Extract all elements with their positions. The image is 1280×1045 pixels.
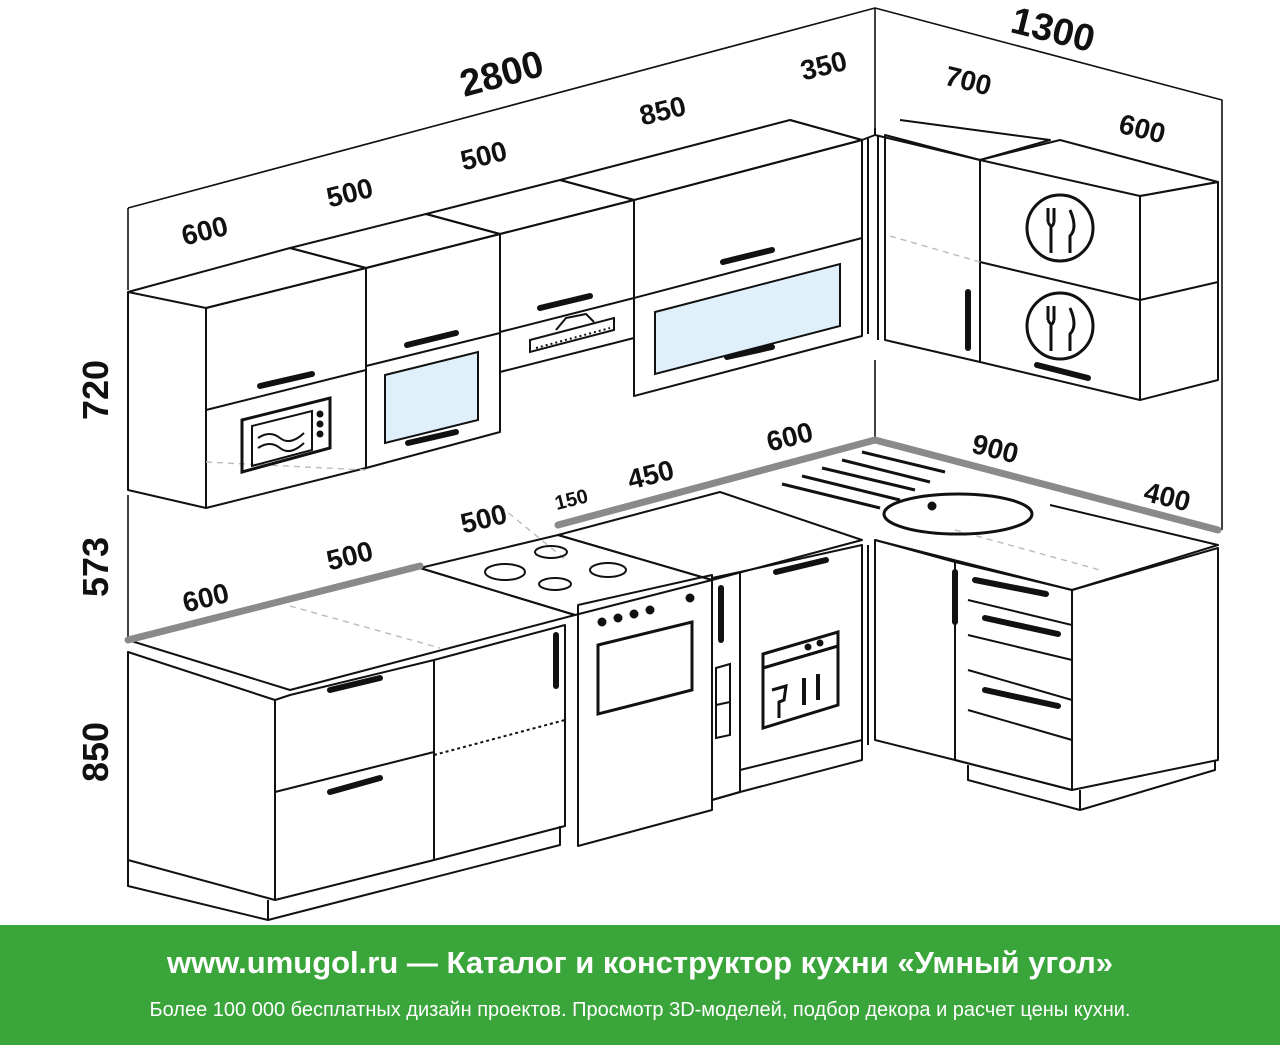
promo-banner: www.umugol.ru — Каталог и конструктор ку… <box>0 925 1280 1045</box>
dim-upper-500a: 500 <box>323 172 376 213</box>
oven-icon <box>596 593 695 716</box>
corner-upper-cabinets <box>874 119 1219 401</box>
dim-upper-total: 2800 <box>456 43 549 105</box>
countertop-edge <box>124 436 1222 644</box>
dim-height-upper: 720 <box>75 360 116 420</box>
handles <box>257 247 1091 795</box>
joint-lines <box>205 235 1101 649</box>
plate-cutlery-icon <box>1025 193 1095 361</box>
dim-height-gap: 573 <box>75 537 116 597</box>
dim-upper-350: 350 <box>797 45 850 86</box>
dim-upper-500b: 500 <box>457 135 510 176</box>
sink-icon <box>781 450 1034 536</box>
wall-outline <box>127 7 1223 530</box>
dim-height-base: 850 <box>75 722 116 782</box>
banner-separator: — <box>398 945 447 980</box>
oven-glass <box>384 350 479 445</box>
banner-subtitle: Более 100 000 бесплатных дизайн проектов… <box>149 999 1131 1021</box>
upper-cabinets <box>127 119 876 509</box>
banner-title: www.umugol.ru — Каталог и конструктор ку… <box>0 945 1280 981</box>
dim-base-600b: 600 <box>763 416 816 457</box>
drawer-fronts <box>967 599 1073 742</box>
kitchen-diagram: 2800 1300 600 500 500 850 350 700 600 72… <box>75 0 1223 921</box>
dishwasher-icon <box>761 629 840 731</box>
bottle-icon <box>715 662 731 740</box>
dim-upper-600: 600 <box>178 210 231 251</box>
dim-base-500b: 500 <box>457 498 510 539</box>
banner-heading: Каталог и конструктор кухни «Умный угол» <box>446 945 1114 980</box>
kitchen-drawing: 2800 1300 600 500 500 850 350 700 600 72… <box>75 0 1223 921</box>
microwave-icon <box>240 396 332 474</box>
dim-base-450: 450 <box>624 454 677 495</box>
range-hood-icon <box>529 312 615 354</box>
dim-base-150: 150 <box>553 485 591 514</box>
glass-door <box>654 262 841 376</box>
site-link[interactable]: www.umugol.ru <box>166 945 399 980</box>
dim-corner-total: 1300 <box>1007 0 1099 61</box>
dim-corner-upper-600: 600 <box>1116 108 1169 149</box>
dim-upper-850: 850 <box>636 90 689 131</box>
dim-corner-upper-700: 700 <box>942 60 995 101</box>
dim-base-500a: 500 <box>323 535 376 576</box>
cooktop-icon <box>484 545 627 591</box>
